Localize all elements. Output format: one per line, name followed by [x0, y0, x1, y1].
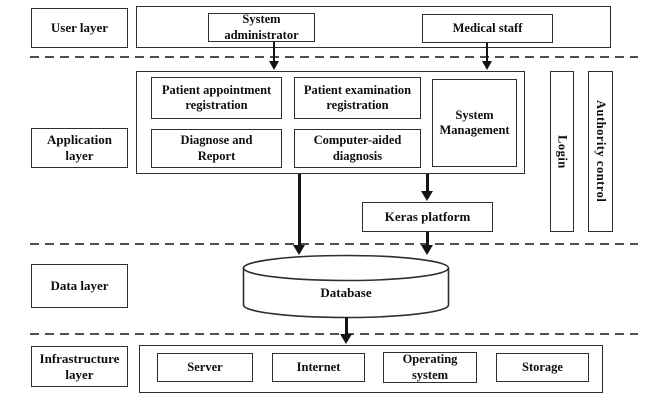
node-medical-staff: Medical staff: [422, 14, 553, 43]
user-layer-container: [136, 6, 611, 48]
node-authority-control: Authority control: [588, 71, 613, 232]
node-keras-platform: Keras platform: [362, 202, 493, 232]
node-login: Login: [550, 71, 574, 232]
database-cylinder-shape: [242, 254, 450, 319]
node-patient-examination-registration: Patient examination registration: [294, 77, 421, 119]
layer-label-data: Data layer: [31, 264, 128, 308]
database-cylinder: Database: [242, 254, 450, 320]
node-storage: Storage: [496, 353, 589, 382]
layer-label-application: Application layer: [31, 128, 128, 168]
node-server: Server: [157, 353, 253, 382]
node-patient-appointment-registration: Patient appointment registration: [151, 77, 282, 119]
node-computer-aided-diagnosis: Computer-aided diagnosis: [294, 129, 421, 168]
layer-separator-3: [30, 333, 638, 335]
node-operating-system: Operating system: [383, 352, 477, 383]
node-system-management: System Management: [432, 79, 517, 167]
layer-separator-1: [30, 56, 638, 58]
node-diagnose-and-report: Diagnose and Report: [151, 129, 282, 168]
database-label: Database: [320, 285, 372, 300]
application-modules-container: [136, 71, 525, 174]
layer-label-infrastructure: Infrastructure layer: [31, 346, 128, 387]
node-internet: Internet: [272, 353, 365, 382]
layer-label-user: User layer: [31, 8, 128, 48]
infrastructure-container: [139, 345, 603, 393]
node-system-administrator: System administrator: [208, 12, 315, 42]
layer-separator-2: [30, 243, 638, 245]
